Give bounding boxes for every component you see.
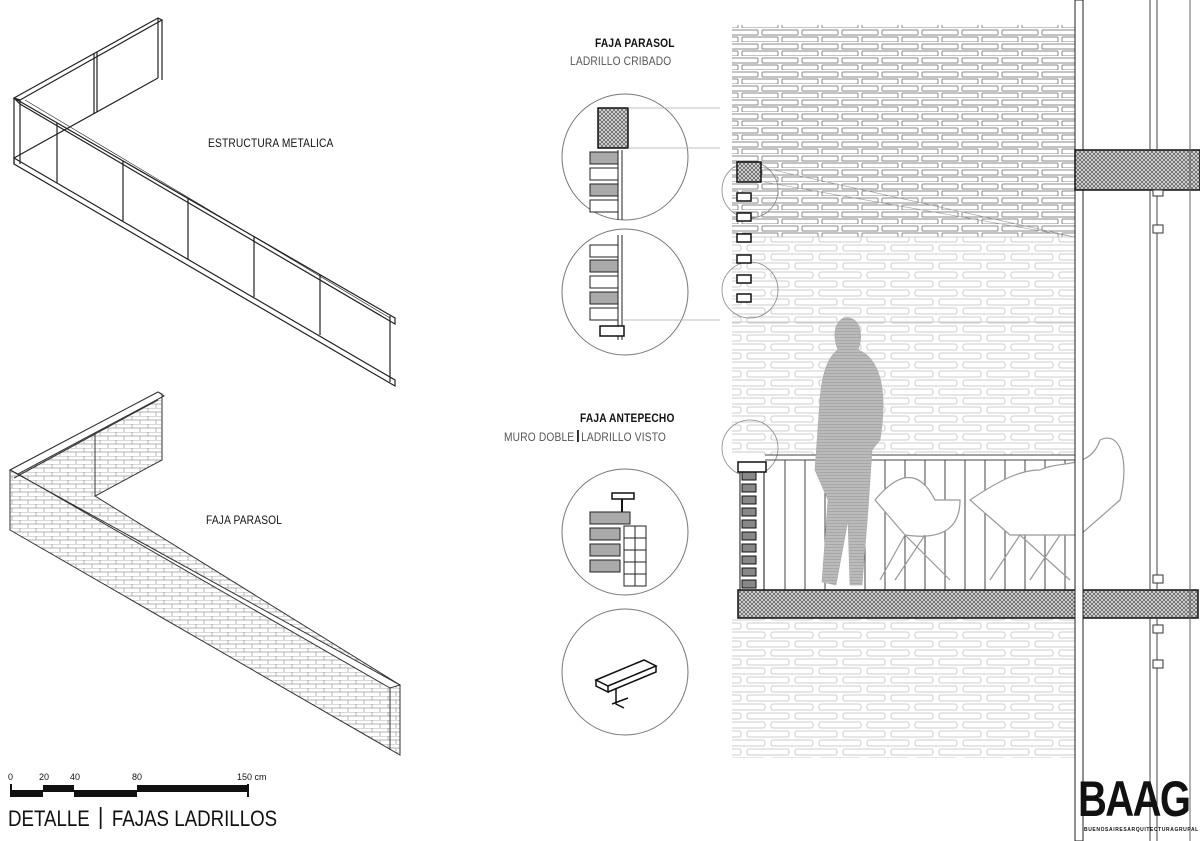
baag-logo: BAAG	[1078, 771, 1191, 827]
baag-tagline: BUENOSAIRESARQUITECTURAGRUPAL	[1084, 827, 1199, 833]
iso-metal-structure	[12, 17, 396, 388]
detail-circle-parasol-top	[561, 93, 720, 221]
detail-circle-parasol-bottom	[561, 228, 720, 356]
detail-circle-antepecho	[561, 468, 689, 596]
scale-tick-0: 0	[8, 772, 14, 782]
label-parasol-subtitle: LADRILLO CRIBADO	[570, 54, 672, 68]
label-muro-doble: MURO DOBLE	[504, 430, 575, 444]
iso-brick-wall	[8, 391, 402, 756]
label-parasol-title: FAJA PARASOL	[595, 36, 675, 50]
scale-tick-40: 40	[70, 772, 81, 782]
scale-tick-80: 80	[132, 772, 143, 782]
label-estructura-metalica: ESTRUCTURA METALICA	[208, 136, 334, 150]
label-faja-parasol-iso: FAJA PARASOL	[206, 513, 283, 527]
sheet-title: DETALLE FAJAS LADRILLOS	[8, 806, 277, 832]
label-ladrillo-visto: LADRILLO VISTO	[581, 430, 667, 444]
butterfly-chairs	[874, 437, 1125, 581]
title-separator	[99, 807, 102, 829]
person-silhouette	[814, 317, 884, 586]
scale-tick-20: 20	[39, 772, 50, 782]
title-detalle: DETALLE	[8, 806, 90, 831]
separator	[576, 430, 579, 442]
label-antepecho-subtitle: MURO DOBLE LADRILLO VISTO	[504, 430, 666, 444]
detail-circle-metal-profile	[561, 608, 689, 736]
label-antepecho-title: FAJA ANTEPECHO	[580, 411, 675, 425]
elevation-section	[721, 0, 1200, 841]
scale-tick-150: 150 cm	[237, 772, 267, 782]
title-fajas-ladrillos: FAJAS LADRILLOS	[111, 806, 278, 831]
scale-bar	[10, 784, 249, 797]
